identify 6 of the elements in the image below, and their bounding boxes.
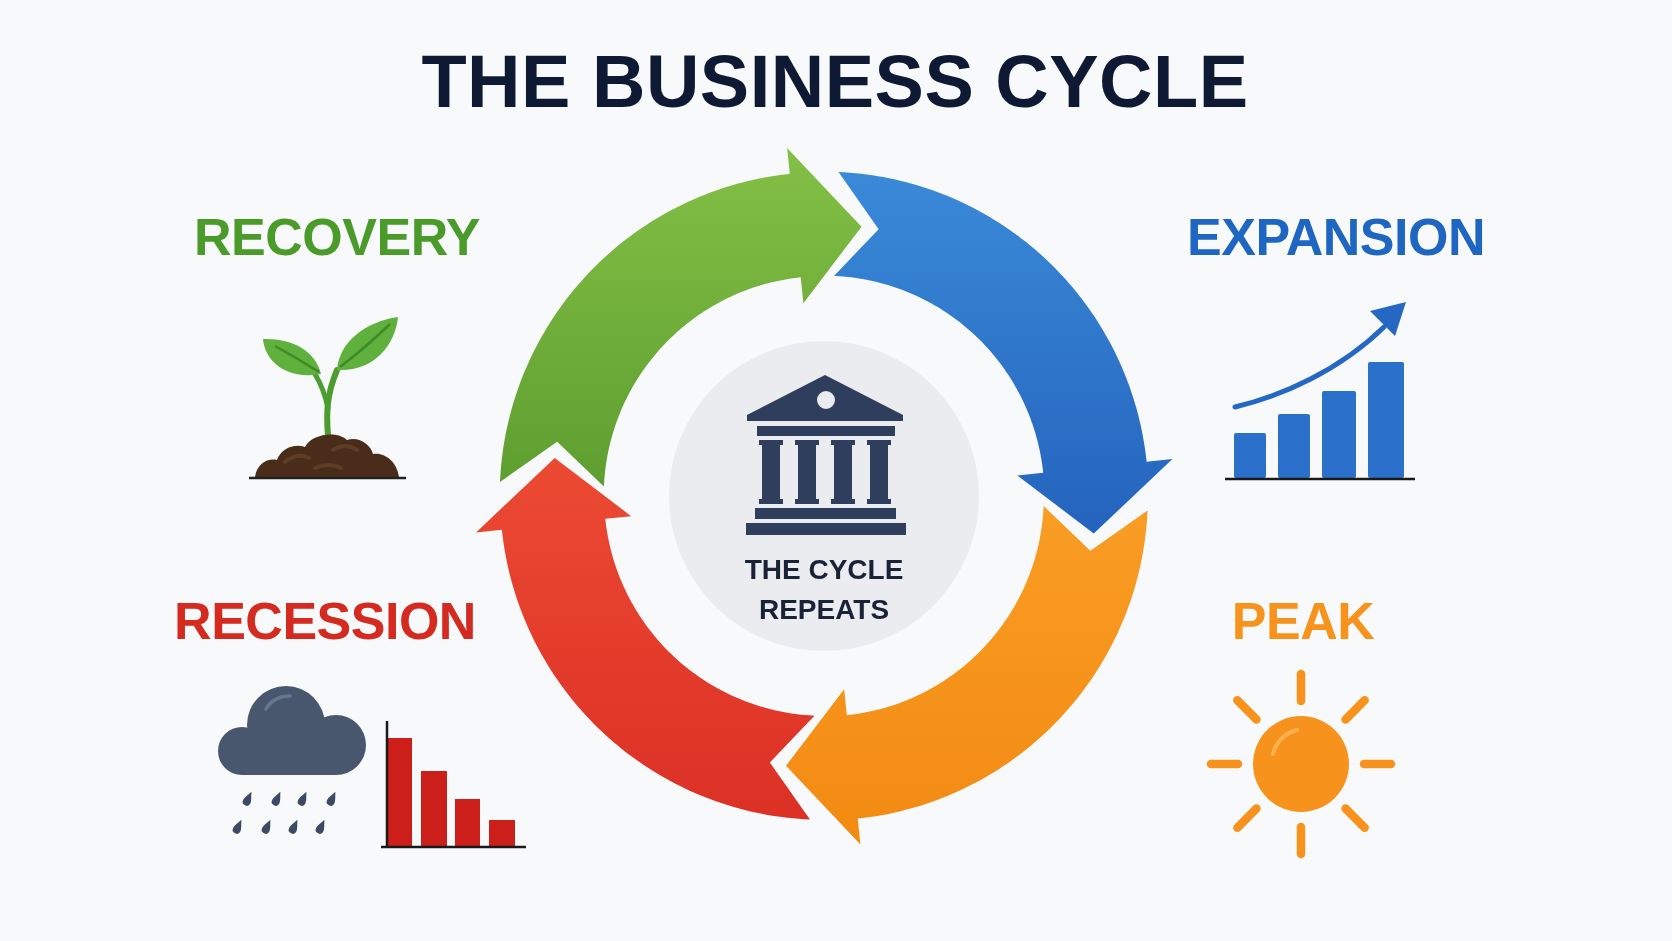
diagram-title: THE BUSINESS CYCLE <box>421 45 1249 119</box>
phase-label: RECOVERY <box>194 211 480 263</box>
phase-label: PEAK <box>1231 595 1375 647</box>
phase-label: EXPANSION <box>1187 211 1485 263</box>
phase-label: RECESSION <box>174 595 476 647</box>
hub-caption: THE CYCLE REPEATS <box>743 553 905 627</box>
